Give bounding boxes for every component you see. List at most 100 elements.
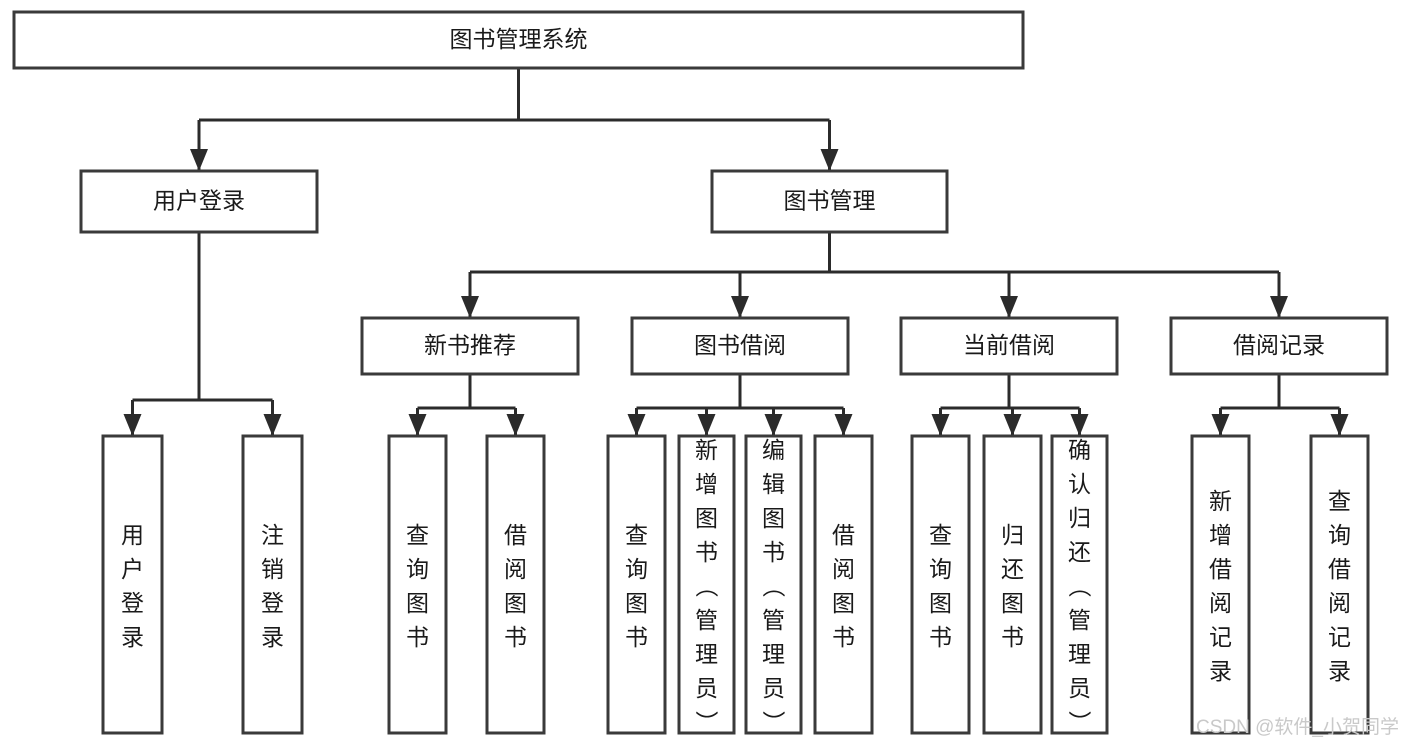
node-label-char: 员	[762, 675, 785, 701]
node-label-char: 书	[929, 624, 952, 650]
node-l1a[interactable]: 用户登录	[79, 169, 319, 234]
node-box[interactable]	[360, 316, 580, 376]
node-label-char: 销	[261, 556, 284, 582]
node-l2a[interactable]: 新书推荐	[360, 316, 580, 376]
node-label-char: 还	[1001, 556, 1024, 582]
node-label-char: 图	[504, 590, 527, 616]
node-label-char: 借	[1209, 556, 1232, 582]
node-box[interactable]	[813, 434, 874, 735]
node-label: 当前借阅	[963, 332, 1055, 358]
node-label-char: 用	[121, 522, 144, 548]
node-label-char: 认	[1068, 471, 1091, 497]
node-label-char: 借	[1328, 556, 1351, 582]
node-label-char: ）	[1067, 711, 1093, 734]
node-label-char: 辑	[762, 471, 785, 497]
node-label-char: 书	[695, 539, 718, 565]
node-label-char: 书	[504, 624, 527, 650]
node-box[interactable]	[12, 10, 1025, 70]
node-label-char: （	[1067, 575, 1093, 598]
node-label-char: 询	[1328, 522, 1351, 548]
node-label-char: 记	[1209, 624, 1232, 650]
node-label-char: 录	[1328, 658, 1351, 684]
node-label-char: 图	[625, 590, 648, 616]
node-box[interactable]	[387, 434, 448, 735]
node-label-char: 录	[121, 624, 144, 650]
node-label-char: 借	[832, 522, 855, 548]
node-box[interactable]	[677, 434, 736, 735]
node-l2d[interactable]: 借阅记录	[1169, 316, 1389, 376]
node-box[interactable]	[1190, 434, 1251, 735]
node-label-char: 注	[261, 522, 284, 548]
node-l2b[interactable]: 图书借阅	[630, 316, 850, 376]
node-label-char: 借	[504, 522, 527, 548]
node-box[interactable]	[630, 316, 850, 376]
node-label-char: 阅	[832, 556, 855, 582]
node-label-char: 新	[695, 437, 718, 463]
node-label-char: 登	[261, 590, 284, 616]
node-label-char: 理	[695, 641, 718, 667]
node-box[interactable]	[899, 316, 1119, 376]
node-box[interactable]	[982, 434, 1043, 735]
node-root[interactable]: 图书管理系统	[12, 10, 1025, 70]
node-label-char: （	[761, 575, 787, 598]
node-box[interactable]	[910, 434, 971, 735]
node-label-char: 阅	[504, 556, 527, 582]
node-box[interactable]	[744, 434, 803, 735]
node-box[interactable]	[79, 169, 319, 234]
node-box[interactable]	[241, 434, 304, 735]
node-label-char: 询	[406, 556, 429, 582]
node-label-char: 理	[762, 641, 785, 667]
csdn-watermark: CSDN @软件_小贺同学	[1196, 716, 1399, 738]
node-label-char: 书	[762, 539, 785, 565]
node-label-char: 书	[832, 624, 855, 650]
nodes-layer: 图书管理系统用户登录图书管理新书推荐图书借阅当前借阅借阅记录用户登录注销登录查询…	[12, 10, 1389, 735]
node-box[interactable]	[1169, 316, 1389, 376]
node-label-char: 书	[625, 624, 648, 650]
node-label-char: 图	[929, 590, 952, 616]
node-label-char: 归	[1001, 522, 1024, 548]
node-label-char: 图	[406, 590, 429, 616]
node-box[interactable]	[1050, 434, 1109, 735]
node-label-char: 编	[762, 437, 785, 463]
node-label-char: 询	[929, 556, 952, 582]
node-label-char: 记	[1328, 624, 1351, 650]
node-leaf01[interactable]: 用户登录	[101, 434, 164, 735]
node-label-char: ）	[761, 711, 787, 734]
node-l2c[interactable]: 当前借阅	[899, 316, 1119, 376]
node-label: 图书管理系统	[450, 26, 588, 52]
node-label-char: 图	[762, 505, 785, 531]
edges-layer	[123, 68, 1349, 436]
node-box[interactable]	[101, 434, 164, 735]
node-label-char: 理	[1068, 641, 1091, 667]
node-label-char: 录	[261, 624, 284, 650]
node-label-char: 书	[1001, 624, 1024, 650]
node-box[interactable]	[1309, 434, 1370, 735]
node-box[interactable]	[606, 434, 667, 735]
node-label-char: 员	[695, 675, 718, 701]
node-label: 借阅记录	[1233, 332, 1325, 358]
node-box[interactable]	[710, 169, 949, 234]
node-label-char: 管	[1068, 607, 1091, 633]
node-label-char: 登	[121, 590, 144, 616]
node-label-char: （	[694, 575, 720, 598]
node-label-char: 管	[695, 607, 718, 633]
node-label-char: 阅	[1209, 590, 1232, 616]
node-label-char: 管	[762, 607, 785, 633]
node-label-char: 户	[121, 556, 144, 582]
node-label-char: 图	[832, 590, 855, 616]
node-l1b[interactable]: 图书管理	[710, 169, 949, 234]
node-box[interactable]	[485, 434, 546, 735]
